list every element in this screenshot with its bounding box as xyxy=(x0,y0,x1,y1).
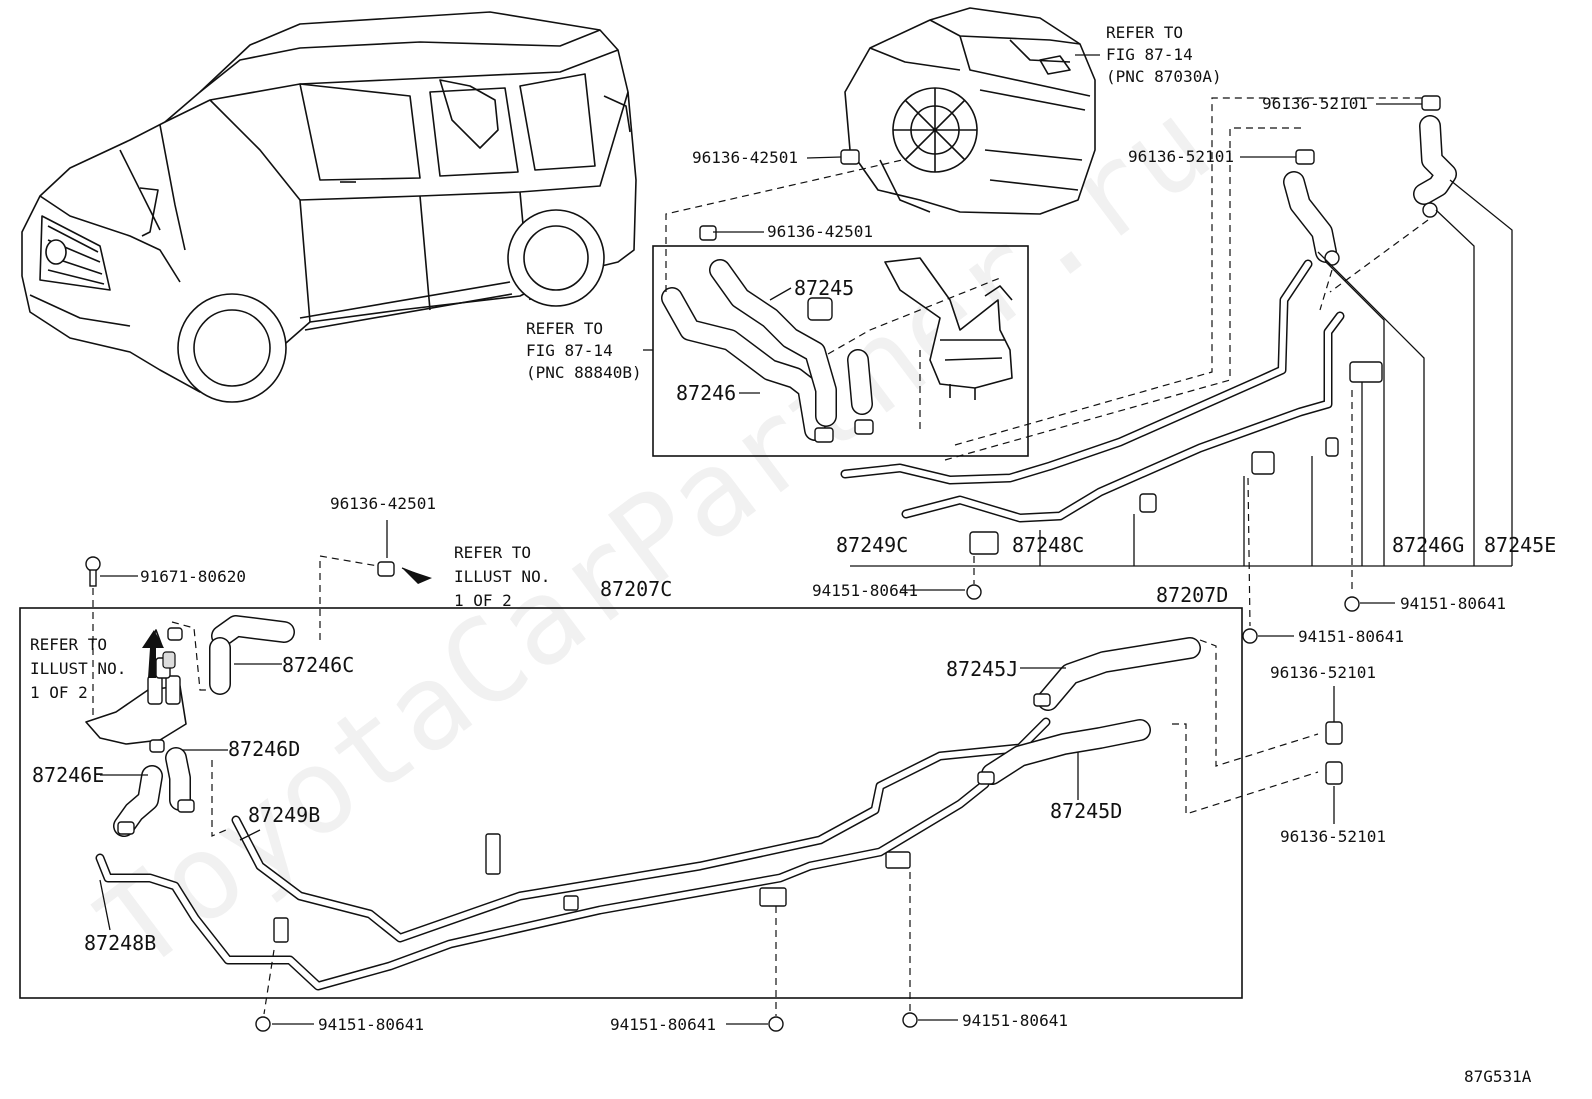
callout-87207D: 87207D xyxy=(1156,583,1228,607)
hose-clamp-icon xyxy=(1422,202,1438,218)
callout-87248B: 87248B xyxy=(84,931,156,955)
callout-96136-52101: 96136-52101 xyxy=(1128,147,1234,166)
callout-94151-80641: 94151-80641 xyxy=(962,1011,1068,1030)
pipe-clamp-icon xyxy=(1251,451,1275,475)
hose-clamp-icon xyxy=(840,149,860,165)
leader-lines xyxy=(99,54,1513,1025)
pipe-clamp-icon xyxy=(1139,493,1157,513)
clip-87245 xyxy=(807,297,833,321)
callout-87207C: 87207C xyxy=(600,577,672,601)
callout-96136-42501: 96136-42501 xyxy=(330,494,436,513)
callout-94151-80641: 94151-80641 xyxy=(610,1015,716,1034)
pipe-clamp-icon xyxy=(885,851,911,869)
hose-clamp-icon xyxy=(377,561,395,577)
callout-87246D: 87246D xyxy=(228,737,300,761)
callout-96136-42501: 96136-42501 xyxy=(692,148,798,167)
nut-icon xyxy=(966,584,982,600)
note-line: FIG 87-14 xyxy=(1106,45,1193,64)
callout-96136-52101: 96136-52101 xyxy=(1262,94,1368,113)
callout-91671-80620: 91671-80620 xyxy=(140,567,246,586)
nut-icon xyxy=(768,1016,784,1032)
nut-icon xyxy=(255,1016,271,1032)
callout-87245: 87245 xyxy=(794,276,854,300)
callout-87246G: 87246G xyxy=(1392,533,1464,557)
pipe-clamp-icon xyxy=(969,531,999,555)
bolt-icon xyxy=(85,556,101,572)
callout-87249C: 87249C xyxy=(836,533,908,557)
callout-94151-80641: 94151-80641 xyxy=(1298,627,1404,646)
rear-heater-pipe-detail-box xyxy=(19,607,1243,999)
hose-clamp-icon xyxy=(1325,761,1343,785)
callout-94151-80641: 94151-80641 xyxy=(1400,594,1506,613)
hose-clamp-icon xyxy=(177,799,195,813)
note-line: REFER TO xyxy=(454,543,531,562)
hose-clamp-icon xyxy=(699,225,717,241)
pipe-clamp-icon xyxy=(485,833,501,875)
hose-clamp-icon xyxy=(149,739,165,753)
callout-94151-80641: 94151-80641 xyxy=(812,581,918,600)
callout-labels: REFER TO FIG 87-14 (PNC 87030A) REFER TO… xyxy=(30,23,1556,1086)
callout-87249B: 87249B xyxy=(248,803,320,827)
note-line: REFER TO xyxy=(1106,23,1183,42)
hose-clamp-icon xyxy=(1421,95,1441,111)
figure-code: 87G531A xyxy=(1464,1067,1532,1086)
refer-arrow-icon xyxy=(142,630,164,678)
callout-96136-52101: 96136-52101 xyxy=(1280,827,1386,846)
hose-clamp-icon xyxy=(1033,693,1051,707)
hose-clamp-icon xyxy=(814,427,834,443)
callout-94151-80641: 94151-80641 xyxy=(318,1015,424,1034)
note-line: REFER TO xyxy=(30,635,107,654)
callout-96136-52101: 96136-52101 xyxy=(1270,663,1376,682)
hose-clamp-icon xyxy=(117,821,135,835)
nut-icon xyxy=(902,1012,918,1028)
nut-icon xyxy=(1242,628,1258,644)
pipe-clamp-icon xyxy=(1325,437,1339,457)
hose-clamp-icon xyxy=(854,419,874,435)
note-line: REFER TO xyxy=(526,319,603,338)
hose-clamp-icon xyxy=(167,627,183,641)
note-line: ILLUST NO. xyxy=(30,659,126,678)
refer-arrow-icon xyxy=(402,568,432,584)
pipe-clamp-icon xyxy=(273,917,289,943)
note-line: 1 OF 2 xyxy=(30,683,88,702)
callout-87246: 87246 xyxy=(676,381,736,405)
pipe-clamp-icon xyxy=(759,887,787,907)
note-line: (PNC 87030A) xyxy=(1106,67,1222,86)
note-line: FIG 87-14 xyxy=(526,341,613,360)
callout-87245E: 87245E xyxy=(1484,533,1556,557)
hose-clamp-icon xyxy=(1325,721,1343,745)
pipe-clamp-icon xyxy=(563,895,579,911)
note-line: (PNC 88840B) xyxy=(526,363,642,382)
vehicle-illustration xyxy=(21,11,637,403)
callout-96136-42501: 96136-42501 xyxy=(767,222,873,241)
callout-87245D: 87245D xyxy=(1050,799,1122,823)
heater-pipe-detail-box xyxy=(652,245,1029,457)
callout-87246C: 87246C xyxy=(282,653,354,677)
water-valve-illustration xyxy=(884,257,1013,400)
bolt-shank-icon xyxy=(89,569,97,587)
callout-87248C: 87248C xyxy=(1012,533,1084,557)
callout-87246E: 87246E xyxy=(32,763,104,787)
hose-clamp-icon xyxy=(977,771,995,785)
hvac-unit-illustration xyxy=(844,7,1096,215)
note-line: ILLUST NO. xyxy=(454,567,550,586)
nut-icon xyxy=(1344,596,1360,612)
hose-clamp-icon xyxy=(1324,250,1340,266)
note-line: 1 OF 2 xyxy=(454,591,512,610)
hose-clamp-icon xyxy=(1295,149,1315,165)
pipe-clamp-icon xyxy=(1349,361,1383,383)
callout-87245J: 87245J xyxy=(946,657,1018,681)
